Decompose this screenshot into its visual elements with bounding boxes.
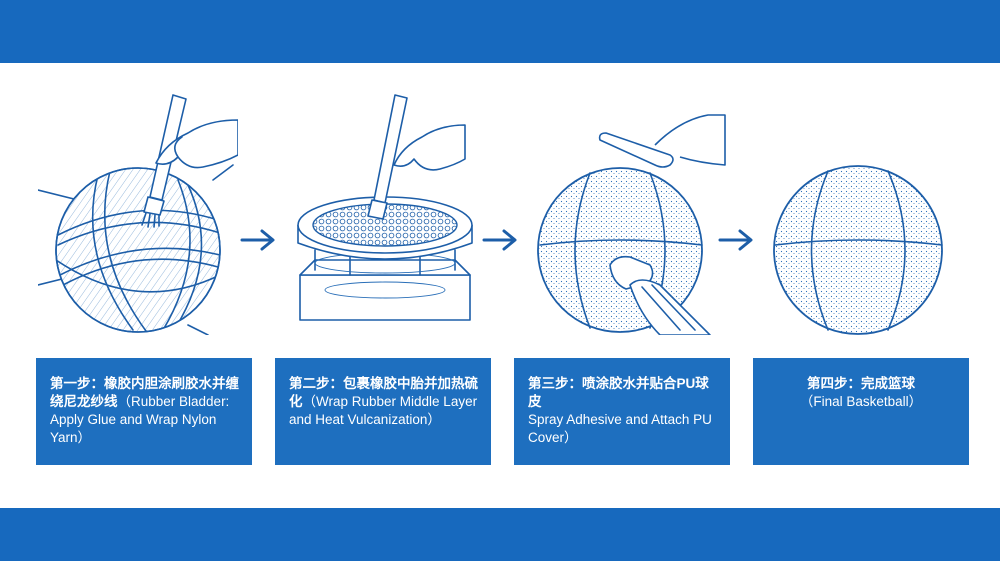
adhesive-ball-icon xyxy=(530,85,730,335)
basketball-icon xyxy=(770,85,950,335)
step4-title: 第四步：完成篮球 xyxy=(761,375,961,393)
top-banner xyxy=(0,0,1000,63)
right-arrow-icon xyxy=(482,228,518,257)
step2-subtitle: （Wrap Rubber Middle Layer and Heat Vulca… xyxy=(289,394,477,427)
step1-caption: 第一步：橡胶内胆涂刷胶水并缠绕尼龙纱线（Rubber Bladder: Appl… xyxy=(36,358,252,465)
step4-illustration xyxy=(770,85,950,335)
step4-caption: 第四步：完成篮球（Final Basketball） xyxy=(753,358,969,465)
process-diagram: 第一步：橡胶内胆涂刷胶水并缠绕尼龙纱线（Rubber Bladder: Appl… xyxy=(0,63,1000,508)
step1-illustration xyxy=(38,85,238,335)
step4-subtitle: （Final Basketball） xyxy=(761,393,961,411)
vulcanization-press-icon xyxy=(290,85,480,335)
step3-subtitle: Spray Adhesive and Attach PU Cover） xyxy=(528,411,720,447)
right-arrow-icon xyxy=(240,228,276,257)
step2-illustration xyxy=(290,85,480,335)
right-arrow-icon xyxy=(718,228,754,257)
step3-illustration xyxy=(530,85,730,335)
step3-title: 第三步：喷涂胶水并贴合PU球皮 xyxy=(528,375,720,411)
step2-caption: 第二步：包裹橡胶中胎并加热硫化（Wrap Rubber Middle Layer… xyxy=(275,358,491,465)
yarn-ball-icon xyxy=(38,85,238,335)
bottom-banner xyxy=(0,508,1000,561)
